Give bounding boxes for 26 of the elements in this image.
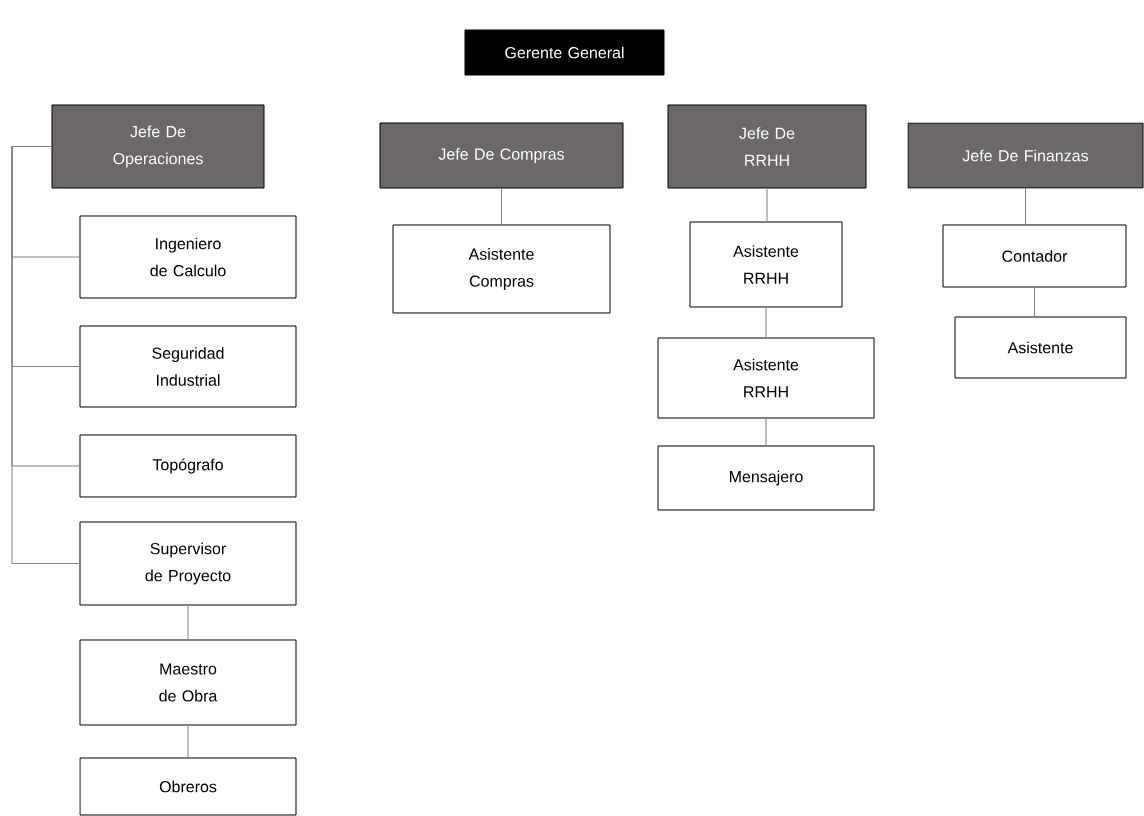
department-box: Jefe De Finanzas bbox=[907, 122, 1144, 189]
department-box: Jefe De Compras bbox=[379, 122, 624, 189]
position-box: Obreros bbox=[79, 757, 297, 816]
connector-line bbox=[187, 605, 189, 640]
connector-line bbox=[765, 307, 767, 338]
position-box: Contador bbox=[942, 224, 1127, 288]
connector-line bbox=[501, 188, 502, 225]
connector-line bbox=[11, 146, 80, 564]
position-box: Seguridad Industrial bbox=[79, 325, 297, 408]
position-box: Asistente RRHH bbox=[657, 337, 875, 419]
position-box: Topógrafo bbox=[79, 434, 297, 498]
position-box: Mensajero bbox=[657, 445, 875, 511]
connector-line bbox=[766, 188, 768, 222]
position-box: Asistente RRHH bbox=[689, 221, 843, 308]
position-box: Asistente bbox=[954, 316, 1127, 379]
position-box: Supervisor de Proyecto bbox=[79, 521, 297, 606]
department-box: Jefe De RRHH bbox=[667, 104, 867, 189]
position-box: Maestro de Obra bbox=[79, 639, 297, 726]
connector-line bbox=[765, 418, 767, 446]
position-box: Asistente Compras bbox=[392, 224, 611, 314]
connector-line bbox=[1034, 287, 1035, 317]
position-box: Ingeniero de Calculo bbox=[79, 215, 297, 299]
connector-line bbox=[1025, 188, 1026, 225]
connector-line bbox=[187, 725, 189, 758]
department-box: Jefe De Operaciones bbox=[51, 104, 265, 189]
title-box: Gerente General bbox=[464, 29, 665, 76]
